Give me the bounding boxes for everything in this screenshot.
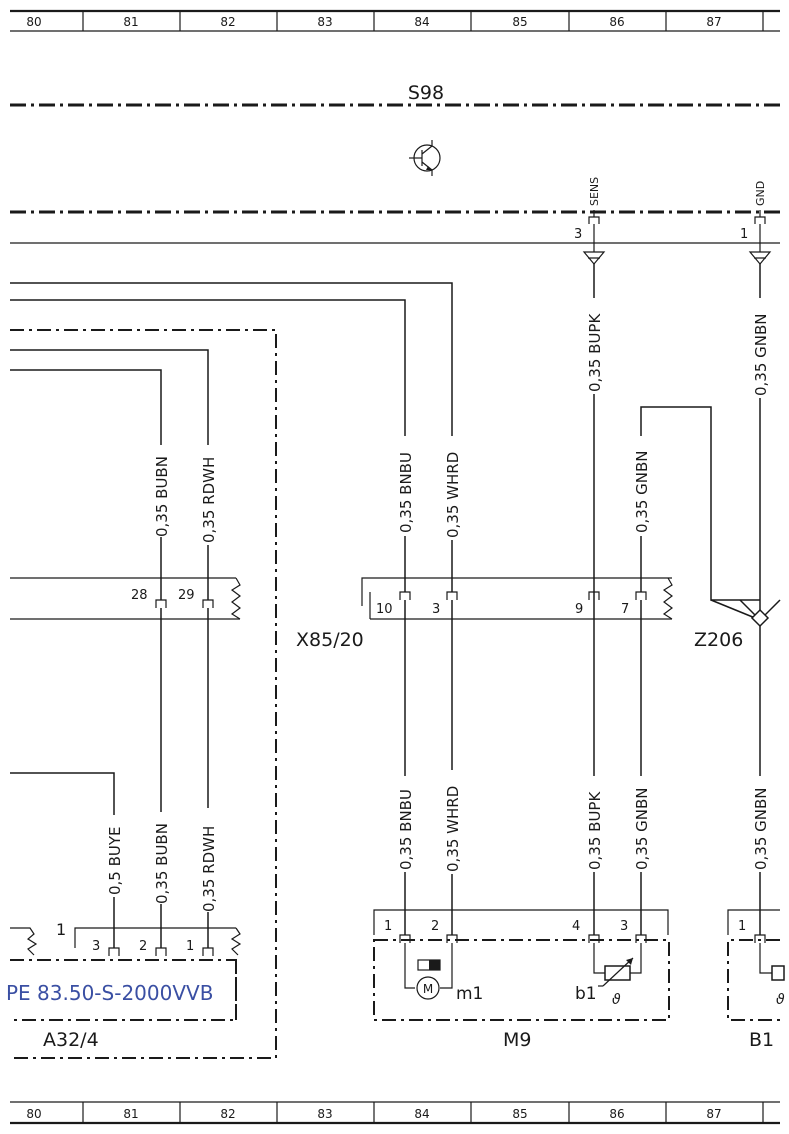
pin-label: 28 (131, 588, 148, 603)
z206-splice: Z206 (694, 608, 770, 651)
pin-label: 3 (574, 227, 582, 242)
pin-label: 10 (376, 602, 393, 617)
wire-label-gnbn: 0,35 GNBN (752, 313, 770, 396)
grid-label: 83 (317, 15, 332, 29)
grid-label: 87 (706, 1107, 721, 1121)
a32-4-boundary (10, 329, 277, 1059)
a32-4-connector: 1 3 2 1 PE 83.50-S-2000VVB A32/4 (6, 920, 242, 1051)
m9-component: 1 2 4 3 M m1 ϑ b1 M9 (373, 909, 670, 1051)
grid-label: 80 (26, 15, 41, 29)
pin-label: 2 (431, 919, 439, 934)
grid-ruler-bottom: 80 81 82 83 84 85 86 87 (10, 1101, 780, 1125)
svg-text:M: M (423, 982, 433, 996)
pin-label: 29 (178, 588, 195, 603)
pin-label: 1 (738, 919, 746, 934)
grid-label: 84 (414, 15, 429, 29)
s98-label: S98 (408, 82, 444, 104)
pin-label: 1 (186, 939, 194, 954)
wire-label-gnbn: 0,35 GNBN (752, 787, 770, 870)
b1-label: b1 (575, 984, 597, 1004)
wire-label-gnbn: 0,35 GNBN (633, 787, 651, 870)
pin-label: 1 (740, 227, 748, 242)
wire-label-bubn: 0,35 BUBN (153, 823, 171, 904)
pin-label: 3 (92, 939, 100, 954)
grid-label: 80 (26, 1107, 41, 1121)
b1x-component: 1 ϑ B1 (727, 909, 785, 1051)
wire-label-buye: 0,5 BUYE (106, 826, 124, 895)
svg-text:ϑ: ϑ (776, 992, 785, 1008)
wire-label-rdwh: 0,35 RDWH (200, 826, 218, 912)
wire-label-whrd: 0,35 WHRD (444, 786, 462, 872)
grid-label: 82 (220, 1107, 235, 1121)
m9-label: M9 (503, 1029, 531, 1051)
s98-module: S98 SENS GND 3 1 (10, 82, 780, 242)
grid-label: 86 (609, 15, 624, 29)
svg-text:ϑ: ϑ (612, 992, 621, 1008)
pin-label: 7 (621, 602, 629, 617)
wire-label-gnbn: 0,35 GNBN (633, 450, 651, 533)
grid-label: 87 (706, 15, 721, 29)
pin-label: 1 (56, 920, 66, 939)
gnd-signal-label: GND (754, 181, 767, 206)
pin-label: 1 (384, 919, 392, 934)
grid-label: 82 (220, 15, 235, 29)
grid-ruler-top: 80 81 82 83 84 85 86 87 (10, 9, 780, 32)
grid-label: 81 (123, 15, 138, 29)
wire-label-bnbu: 0,35 BNBU (397, 452, 415, 533)
grid-label: 86 (609, 1107, 624, 1121)
grid-label: 83 (317, 1107, 332, 1121)
wire-label-bnbu: 0,35 BNBU (397, 789, 415, 870)
grid-label: 84 (414, 1107, 429, 1121)
temperature-sensor-icon: ϑ (593, 943, 642, 1008)
grid-label: 85 (512, 15, 527, 29)
terminal-arrow (582, 224, 772, 265)
a32-4-label: A32/4 (43, 1029, 99, 1051)
x85-20-connector: 10 3 9 7 X85/20 (296, 577, 673, 651)
pin-label: 4 (572, 919, 580, 934)
wire-label-whrd: 0,35 WHRD (444, 452, 462, 538)
pin-label: 9 (575, 602, 583, 617)
grid-label: 81 (123, 1107, 138, 1121)
part-number-link[interactable]: PE 83.50-S-2000VVB (6, 981, 213, 1005)
z206-label: Z206 (694, 629, 743, 651)
x85-20-label: X85/20 (296, 629, 364, 651)
pin-label: 2 (139, 939, 147, 954)
b1x-label: B1 (749, 1029, 774, 1051)
wire-label-bubn: 0,35 BUBN (153, 456, 171, 537)
sens-signal-label: SENS (588, 177, 601, 206)
grid-label: 85 (512, 1107, 527, 1121)
wire-label-bupk: 0,35 BUPK (586, 313, 604, 392)
m1-label: m1 (456, 984, 483, 1004)
wire-label-rdwh: 0,35 RDWH (200, 457, 218, 543)
transistor-icon (409, 140, 441, 176)
pin-label: 3 (432, 602, 440, 617)
pin-symbol (588, 210, 766, 224)
motor-icon: M (404, 943, 453, 1000)
pin-label: 3 (620, 919, 628, 934)
wire-label-bupk: 0,35 BUPK (586, 791, 604, 870)
